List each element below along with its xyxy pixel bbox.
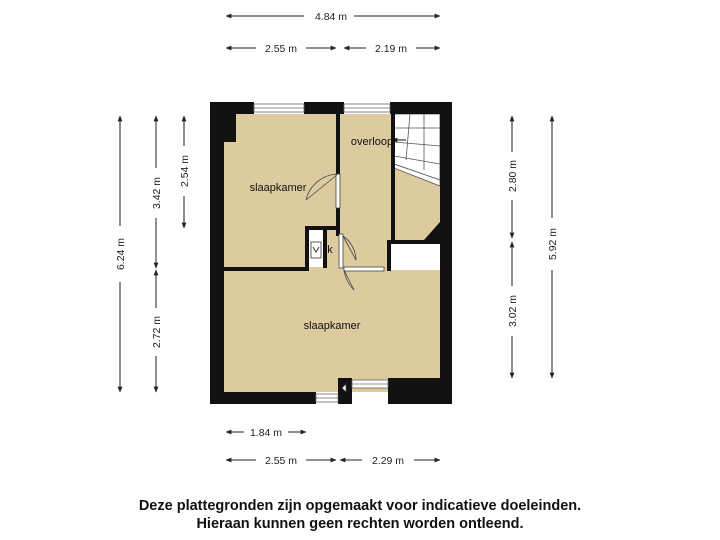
dim-label-bottom-inner: 1.84 m <box>250 427 282 439</box>
door-closet-swing <box>342 235 357 261</box>
wall-top-right <box>390 102 452 114</box>
wall-stair-side <box>391 114 395 240</box>
dim-label-right-total: 5.92 m <box>547 228 559 260</box>
door-bedroom-top-swing <box>305 173 339 201</box>
door-bedroom-top-frame <box>335 173 341 209</box>
dimension-top-total: 4.84 m <box>225 11 441 23</box>
dim-label-right-lower: 3.02 m <box>507 295 519 327</box>
wall-bottom-left <box>210 392 316 404</box>
dim-label-top-right: 2.19 m <box>375 43 407 55</box>
wall-int-upper <box>336 114 340 174</box>
closet-wall-top <box>305 226 338 230</box>
dimension-right-upper: 2.80 m <box>507 115 519 239</box>
wall-corner <box>424 222 440 244</box>
wall-bottom-right <box>388 378 452 404</box>
dimension-left-inner: 2.54 m <box>179 115 191 229</box>
dimension-top-left: 2.55 m <box>225 43 337 55</box>
dimension-bottom-inner: 1.84 m <box>225 427 307 439</box>
wall-int-step <box>387 240 391 271</box>
room-label-bedroom-top: slaapkamer <box>250 182 307 194</box>
wall-right <box>440 102 452 404</box>
dim-label-top-total: 4.84 m <box>315 11 347 23</box>
door-bedroom-bottom-frame <box>343 266 385 272</box>
dimension-right-total: 5.92 m <box>547 115 559 379</box>
walls <box>210 102 452 404</box>
bedroom-bottom-floor <box>222 270 440 392</box>
wall-int-horizontal-right <box>388 240 440 244</box>
wall-int-horizontal-left <box>222 267 306 271</box>
room-label-closet: k <box>327 244 333 256</box>
hall-floor <box>338 238 390 270</box>
dimension-left-lower: 2.72 m <box>151 269 163 393</box>
boiler-symbol-icon <box>312 246 320 253</box>
dim-label-left-upper: 3.42 m <box>151 177 163 209</box>
dim-label-left-inner: 2.54 m <box>179 155 191 187</box>
boiler-icon <box>310 241 322 259</box>
closet-wall-right <box>323 230 327 268</box>
door-closet-frame <box>338 233 344 269</box>
dim-label-right-upper: 2.80 m <box>507 160 519 192</box>
dimension-left-upper: 3.42 m <box>151 115 163 269</box>
dim-label-top-left: 2.55 m <box>265 43 297 55</box>
wall-top-mid <box>304 102 344 114</box>
wall-left <box>210 102 224 404</box>
dim-label-left-lower: 2.72 m <box>151 316 163 348</box>
doors <box>305 173 385 393</box>
dimension-left-total: 6.24 m <box>115 115 127 393</box>
dimension-top-right: 2.19 m <box>343 43 441 55</box>
dimension-bottom-right: 2.29 m <box>339 455 441 467</box>
dim-label-left-total: 6.24 m <box>115 238 127 270</box>
disclaimer-line-2: Hieraan kunnen geen rechten worden ontle… <box>196 516 524 532</box>
dim-label-bottom-left: 2.55 m <box>265 455 297 467</box>
door-bottom-frame <box>341 383 347 393</box>
windows <box>253 103 391 403</box>
dim-label-bottom-right: 2.29 m <box>372 455 404 467</box>
room-label-landing: overloop <box>351 136 393 148</box>
dimension-right-lower: 3.02 m <box>507 241 519 379</box>
disclaimer-line-1: Deze plattegronden zijn opgemaakt voor i… <box>138 498 582 514</box>
room-label-bedroom-bottom: slaapkamer <box>304 320 361 332</box>
wall-chimney <box>224 114 236 142</box>
wall-int-middle <box>336 208 340 236</box>
dimension-bottom-left: 2.55 m <box>225 455 337 467</box>
closet-wall-left <box>305 226 309 271</box>
